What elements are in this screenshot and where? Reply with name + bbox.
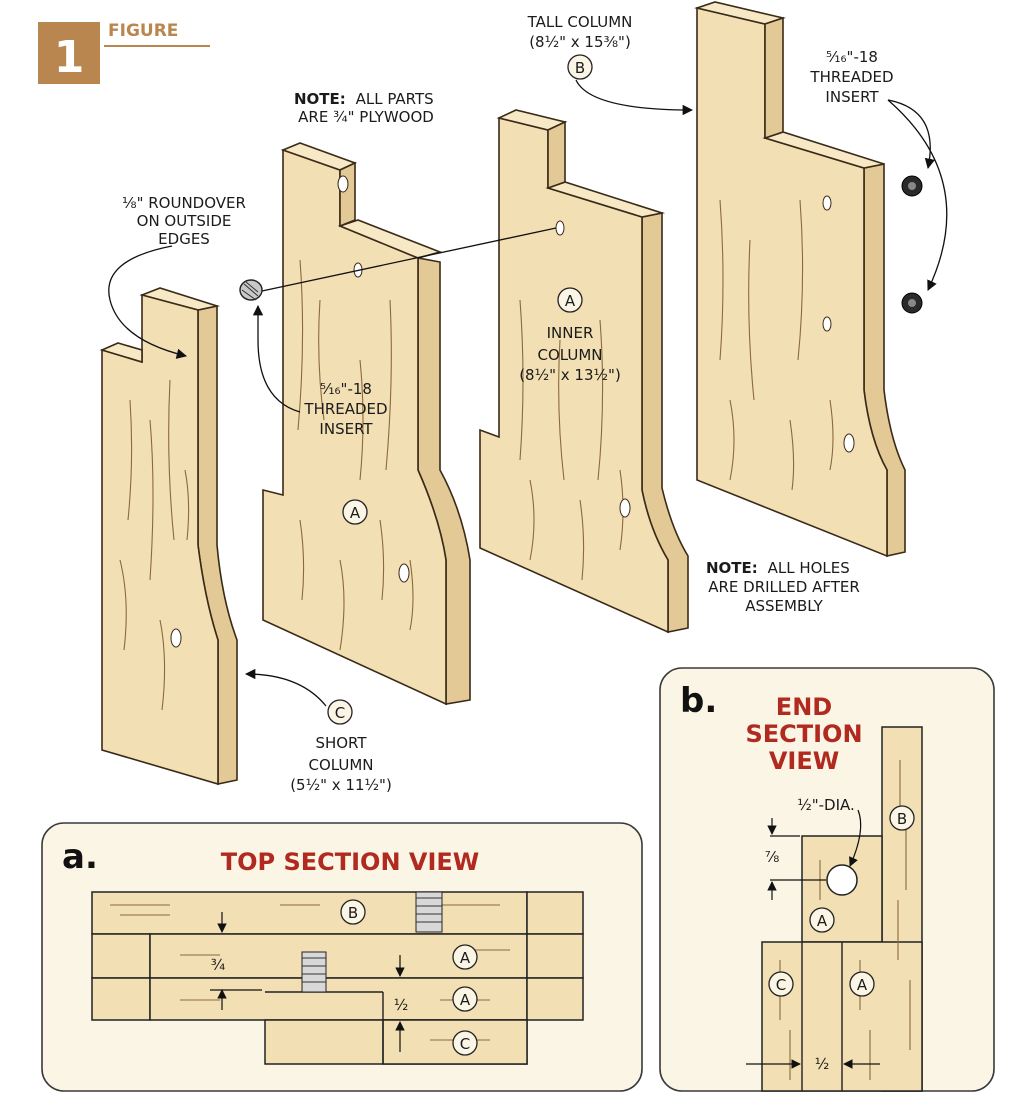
insert-right-line1: ⁵⁄₁₆"-18 — [826, 48, 878, 66]
middle-inner-column-part — [262, 142, 471, 706]
detail-b-title-1: END — [776, 693, 832, 721]
detail-a-title: TOP SECTION VIEW — [221, 848, 480, 876]
threaded-insert-right-bottom — [901, 292, 923, 314]
note-plywood-line2: ARE ¾" PLYWOOD — [298, 108, 434, 126]
tall-column-name: TALL COLUMN — [527, 13, 633, 31]
tall-column-letter: B — [575, 59, 585, 77]
insert-right-line3: INSERT — [825, 88, 879, 106]
tall-column-size: (8½" x 15⅜") — [529, 33, 631, 51]
threaded-insert-left — [239, 279, 263, 301]
detail-b-panel: b. END SECTION VIEW ⅞ ½"-DIA. ½ B A C A — [659, 667, 995, 1092]
insert-right-line2: THREADED — [809, 68, 893, 86]
detail-b-dim-half: ½ — [815, 1055, 830, 1073]
detail-b-label-c: C — [776, 976, 786, 994]
inner-column-part — [479, 109, 689, 634]
note-holes-bold: NOTE: — [706, 559, 758, 577]
note-plywood-bold: NOTE: — [294, 90, 346, 108]
detail-b-letter: b. — [680, 681, 717, 721]
short-column-name-1: SHORT — [315, 734, 367, 752]
svg-text:NOTE: ALL PARTS: NOTE: ALL PARTS — [294, 90, 434, 108]
note-holes-line3: ASSEMBLY — [745, 597, 823, 615]
insert-left-line1: ⁵⁄₁₆"-18 — [320, 380, 372, 398]
svg-text:NOTE: ALL HOLES: NOTE: ALL HOLES — [706, 559, 850, 577]
figure-label: FIGURE — [108, 21, 178, 41]
insert-left-line2: THREADED — [303, 400, 387, 418]
detail-b-dim-seven-eighths: ⅞ — [765, 848, 780, 866]
roundover-line3: EDGES — [158, 230, 210, 248]
insert-left-line3: INSERT — [319, 420, 373, 438]
short-column-name-2: COLUMN — [308, 756, 373, 774]
detail-b-label-a-lower: A — [857, 976, 868, 994]
tall-column-part — [694, 1, 906, 558]
figure-badge: 1 FIGURE — [38, 21, 210, 84]
note-holes-line2: ARE DRILLED AFTER — [708, 578, 860, 596]
figure-number: 1 — [54, 32, 85, 83]
detail-b-dim-dia: ½"-DIA. — [797, 796, 855, 814]
detail-a-letter: a. — [62, 837, 98, 877]
inner-column-letter: A — [565, 292, 576, 310]
detail-a-dim-half: ½ — [394, 996, 409, 1014]
middle-column-letter: A — [350, 504, 361, 522]
detail-b-label-b: B — [897, 810, 907, 828]
detail-b-title-2: SECTION — [745, 720, 862, 748]
detail-a-label-b: B — [348, 904, 358, 922]
short-column-letter: C — [335, 704, 345, 722]
detail-a-label-a1: A — [460, 949, 471, 967]
detail-a-dim-three-quarter: ¾ — [211, 956, 226, 974]
detail-a-label-a2: A — [460, 991, 471, 1009]
inner-column-size: (8½" x 13½") — [519, 366, 621, 384]
short-column-size: (5½" x 11½") — [290, 776, 392, 794]
detail-a-label-c: C — [460, 1035, 470, 1053]
inner-column-name-1: INNER — [547, 324, 594, 342]
note-plywood-line1: ALL PARTS — [356, 90, 434, 108]
inner-column-name-2: COLUMN — [537, 346, 602, 364]
short-column-part — [99, 287, 238, 786]
threaded-insert-right-top — [901, 175, 923, 197]
detail-b-label-a-upper: A — [817, 912, 828, 930]
roundover-line2: ON OUTSIDE — [137, 212, 232, 230]
roundover-line1: ⅛" ROUNDOVER — [122, 194, 246, 212]
note-holes-line1: ALL HOLES — [768, 559, 850, 577]
detail-a-panel: a. TOP SECTION VIEW ¾ ½ B — [41, 822, 643, 1092]
detail-b-title-3: VIEW — [769, 747, 839, 775]
